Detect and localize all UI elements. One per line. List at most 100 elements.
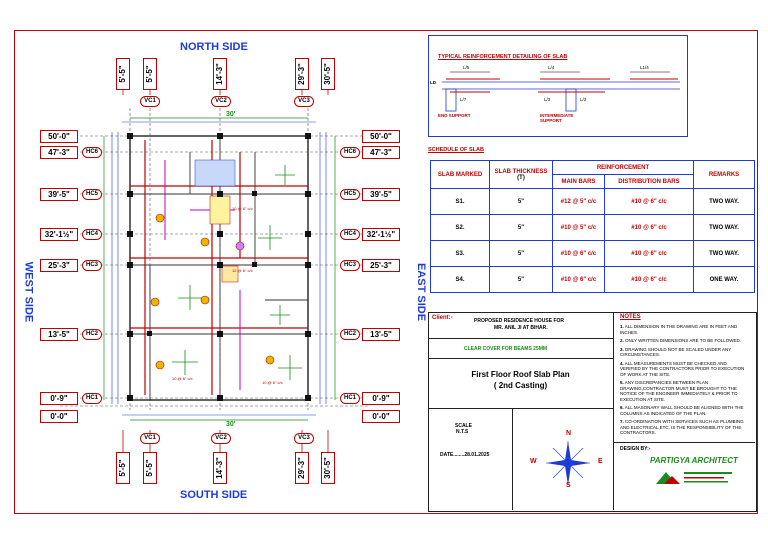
compass-w: W [530,458,537,465]
note-item: 7. CO-ORDINATION WITH SERVICES SUCH AS P… [620,419,744,435]
table-row: S4.5" #10 @ 6" c/c#10 @ 6" c/c ONE WAY. [430,266,755,293]
right-level-6: 13'-5" [362,328,400,341]
notes-title: NOTES [620,314,641,320]
bottom-dim-2: 5'-5" [143,452,157,484]
vc-tag-bottom-3: VC3 [294,433,314,444]
firm-name: PARTIGYA ARCHITECT [650,456,738,465]
bottom-dim-1: 5'-5" [116,452,130,484]
detail-label-bottom-3: L/3 [580,97,587,102]
scale-value: N.T.S [456,429,469,435]
plan-width-bottom: 30' [226,421,236,428]
firm-logo-icon [656,472,732,484]
slab-schedule-table: SLAB MARKED SLAB THICKNESS(T) REINFORCEM… [430,160,755,293]
client-line-2: MR. ANIL JI AT BIHAR. [494,325,548,331]
bottom-dim-3: 14'-3" [213,452,227,484]
top-dim-1: 5'-5" [116,58,130,90]
right-level-7: 0'-9" [362,392,400,405]
title-block-hline-1 [428,338,613,339]
client-line-1: PROPOSED RESIDENCE HOUSE FOR [474,318,565,324]
detail-label-bottom-2: L/3 [544,97,551,102]
compass-n: N [566,430,572,437]
left-hc-tag-4: HC4 [82,229,102,240]
compass-e: E [598,458,603,465]
left-level-6: 13'-5" [40,328,78,341]
note-item: 2. ONLY WRITTEN DIMENSIONS ARE TO BE FOL… [620,338,741,343]
right-level-3: 39'-5" [362,188,400,201]
right-level-5: 25'-3" [362,259,400,272]
client-label: Client:- [432,315,453,321]
right-hc-tag-4: HC4 [340,229,360,240]
right-level-2: 47'-3" [362,146,400,159]
detail-label-top-1: L/5 [463,65,470,70]
schedule-title: SCHEDULE OF SLAB [428,147,484,153]
table-row: S1.5" #12 @ 5" c/c#10 @ 6" c/c TWO WAY. [430,188,755,215]
north-side-label: NORTH SIDE [180,41,248,53]
col-main-bars: MAIN BARS [552,174,605,189]
note-item: 6. ALL MASONARY WALL SHOULD BE ALIGNED W… [620,405,744,416]
col-slab-marked: SLAB MARKED [430,160,490,189]
left-level-8: 0'-0" [40,410,78,423]
title-block-hline-4 [614,442,755,443]
title-block-hline-3 [428,408,613,409]
detail-label-bottom-1: L/7 [460,97,467,102]
col-reinforcement: REINFORCEMENT [552,160,694,175]
left-hc-tag-2: HC2 [82,329,102,340]
vc-tag-bottom-2: VC2 [211,433,231,444]
title-block-vline [512,408,513,510]
table-row: S3.5" #10 @ 6" c/c#10 @ 6" c/c TWO WAY. [430,240,755,267]
note-item: 5. ANY DISCREPANCIES BETWEEN PLAN DRAWIN… [620,380,738,402]
detail-title: TYPICAL REINFORCEMENT DETAILING OF SLAB [438,54,568,60]
right-level-1: 50'-0" [362,130,400,143]
right-hc-tag-5: HC5 [340,189,360,200]
plan-width-top: 30' [226,111,236,118]
design-by-label: DESIGN BY:- [620,446,651,452]
col-remarks: REMARKS [693,160,755,189]
detail-label-top-2: L/4 [548,65,555,70]
bottom-dim-5: 30'-5" [321,452,335,484]
vc-tag-bottom-1: VC1 [140,433,160,444]
note-item: 4. ALL MEASUREMENTS MUST BE CHECKED AND … [620,360,745,377]
note-item: 3. DRAWING SHOULD NOT BE SCALED UNDER AN… [620,346,732,358]
detail-ld-label: LD [430,80,436,85]
note-item: 1. ALL DIMENSION IN THE DRAWING ARE IN F… [620,324,738,335]
clear-cover-text: CLEAR COVER FOR BEAMS 25MM [464,346,548,352]
plan-subtitle: ( 2nd Casting) [493,381,548,390]
right-level-4: 32'-1½" [362,228,400,241]
top-dim-5: 30'-5" [321,58,335,90]
top-dim-2: 5'-5" [143,58,157,90]
right-hc-tag-2: HC2 [340,329,360,340]
table-row: S2.5" #10 @ 5" c/c#10 @ 6" c/c TWO WAY. [430,214,755,241]
left-hc-tag-1: HC1 [82,393,102,404]
bottom-dim-4: 29'-3" [295,452,309,484]
title-block-divider [613,312,614,510]
svg-text:10 @ 6" c/c: 10 @ 6" c/c [172,376,193,381]
left-hc-tag-6: HC6 [82,147,102,158]
south-side-label: SOUTH SIDE [180,489,248,501]
right-hc-tag-1: HC1 [340,393,360,404]
left-level-2: 47'-3" [40,146,78,159]
left-hc-tag-3: HC3 [82,260,102,271]
col-thickness: SLAB THICKNESS(T) [489,160,553,189]
svg-text:12 @ 6" c/c: 12 @ 6" c/c [232,268,253,273]
left-level-1: 50'-0" [40,130,78,143]
end-support-label: END SUPPORT [438,113,471,118]
left-hc-tag-5: HC5 [82,189,102,200]
vc-tag-top-2: VC2 [211,96,231,107]
north-arrow-compass [546,441,590,485]
left-level-4: 32'-1½" [40,228,78,241]
drawing-frame [14,30,758,514]
detail-label-top-3: L1/4 [640,65,649,70]
title-block-hline-2 [428,358,613,359]
plan-title: First Floor Roof Slab Plan [471,370,570,379]
vc-tag-top-1: VC1 [140,96,160,107]
right-hc-tag-3: HC3 [340,260,360,271]
top-dim-3: 14'-3" [213,58,227,90]
intermediate-support-label: INTERMEDIATE SUPPORT [540,113,574,123]
top-dim-4: 29'-3" [295,58,309,90]
compass-s: S [566,482,571,489]
right-level-8: 0'-0" [362,410,400,423]
vc-tag-top-3: VC3 [294,96,314,107]
left-level-5: 25'-3" [40,259,78,272]
left-level-3: 39'-5" [40,188,78,201]
left-level-7: 0'-9" [40,392,78,405]
